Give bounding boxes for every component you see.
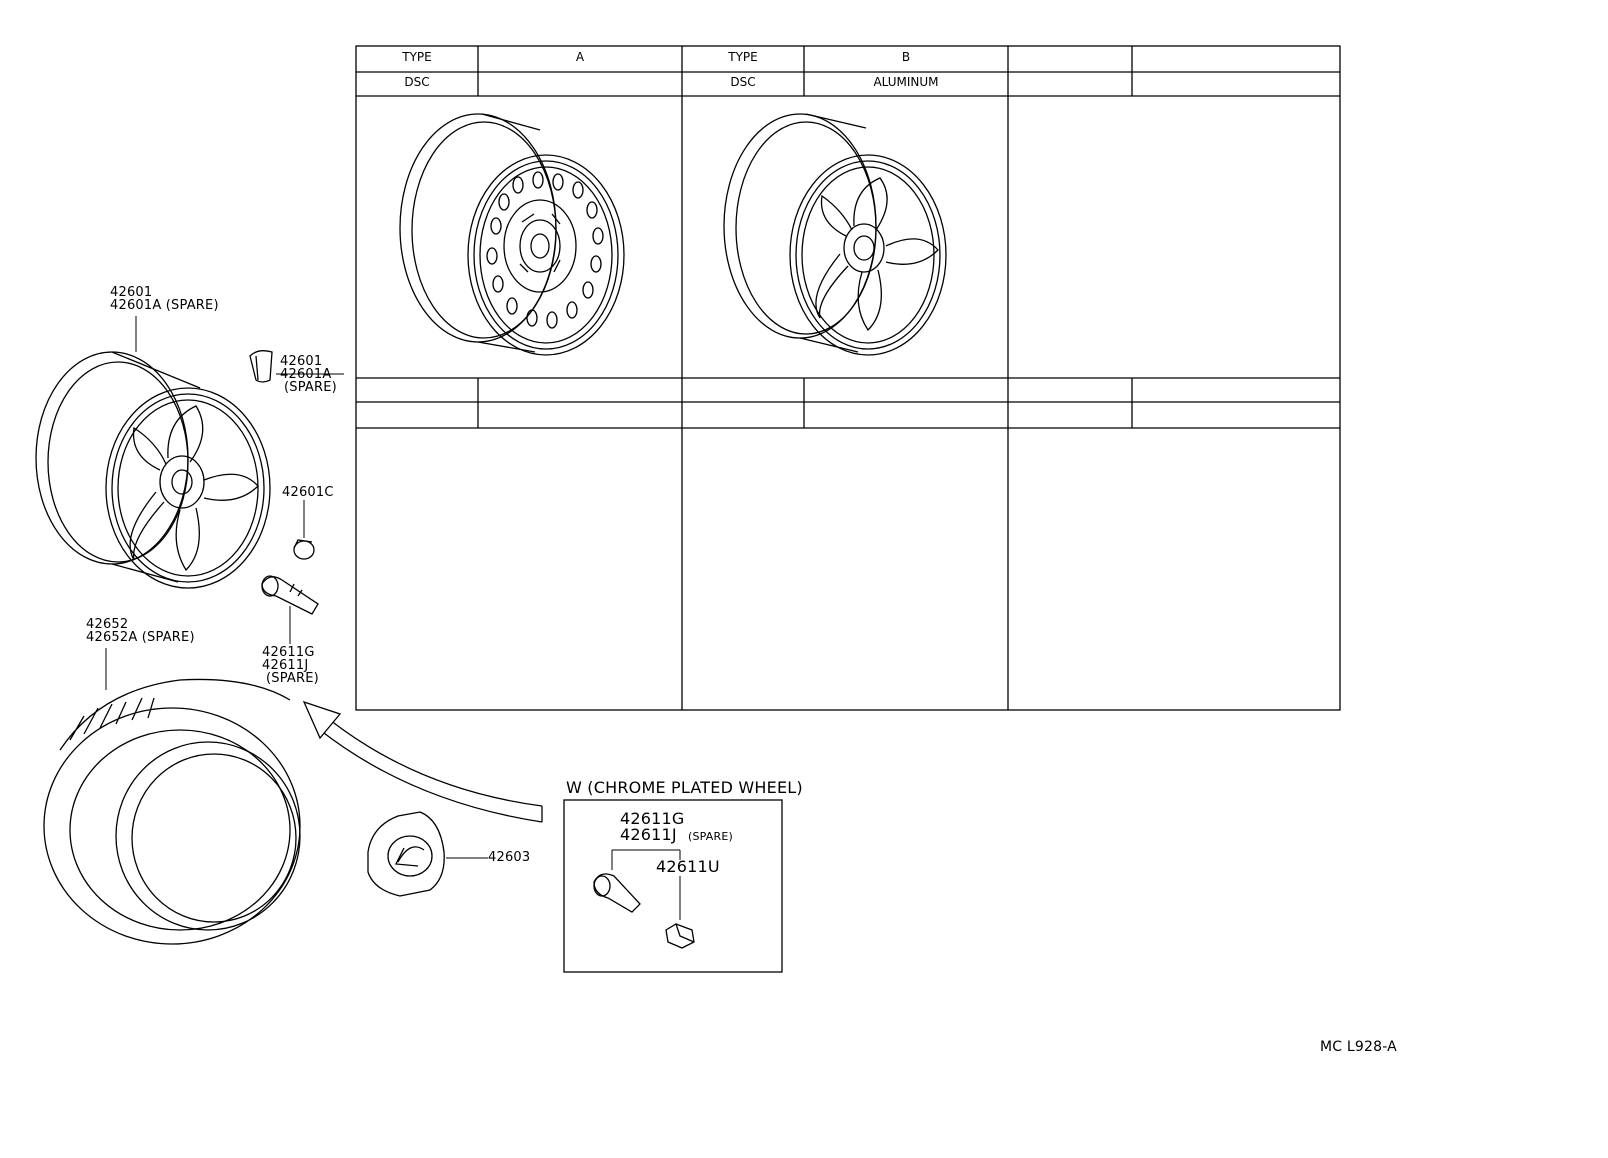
chrome-valve-label-g: 42611G bbox=[620, 809, 685, 828]
wheel-spare-label: 42601A (SPARE) bbox=[110, 298, 219, 313]
valve-stem-label-g: 42611G bbox=[262, 645, 315, 660]
drawing-code: MC L928-A bbox=[1320, 1039, 1397, 1055]
table-dsc-label-a: DSC bbox=[404, 75, 430, 89]
weight-part-label: 42601 bbox=[280, 354, 323, 369]
chrome-valve-label-j: 42611J bbox=[620, 825, 677, 844]
valve-stem-label-j: 42611J bbox=[262, 658, 309, 673]
table-dsc-value-b: ALUMINUM bbox=[873, 75, 939, 89]
lug-nut-icon bbox=[665, 923, 695, 949]
table-type-value-b: B bbox=[901, 50, 911, 64]
wheel-part-label: 42601 bbox=[110, 285, 153, 300]
center-cap-label: 42603 bbox=[488, 850, 531, 865]
steel-wheel-icon bbox=[399, 113, 625, 356]
table-type-label-a: TYPE bbox=[402, 50, 432, 64]
tire-part-label: 42652 bbox=[86, 617, 129, 632]
table-dsc-label-b: DSC bbox=[730, 75, 756, 89]
main-wheel-icon bbox=[35, 316, 271, 589]
weight-alt-label: 42601A bbox=[280, 367, 332, 382]
table-type-value-a: A bbox=[575, 50, 585, 64]
tire-spare-label: 42652A (SPARE) bbox=[86, 630, 195, 645]
valve-cap-icon bbox=[293, 500, 315, 560]
alloy-wheel-icon bbox=[723, 113, 947, 356]
valve-cap-label: 42601C bbox=[282, 485, 334, 500]
valve-stem-spare-label: (SPARE) bbox=[266, 671, 319, 686]
chrome-lug-nut-label: 42611U bbox=[656, 857, 720, 876]
arrow-icon bbox=[302, 700, 543, 823]
tire-icon bbox=[43, 648, 301, 945]
center-cap-icon bbox=[367, 811, 488, 897]
chrome-valve-spare-label: (SPARE) bbox=[688, 830, 734, 843]
chrome-box bbox=[563, 799, 783, 973]
parts-table-grid bbox=[355, 45, 1341, 711]
chrome-valve-stem-icon bbox=[593, 873, 641, 913]
chrome-plated-title: W (CHROME PLATED WHEEL) bbox=[566, 778, 803, 797]
weight-spare-label: (SPARE) bbox=[284, 380, 337, 395]
valve-stem-icon bbox=[261, 575, 319, 644]
balance-weight-icon bbox=[249, 350, 344, 383]
table-type-label-b: TYPE bbox=[728, 50, 758, 64]
